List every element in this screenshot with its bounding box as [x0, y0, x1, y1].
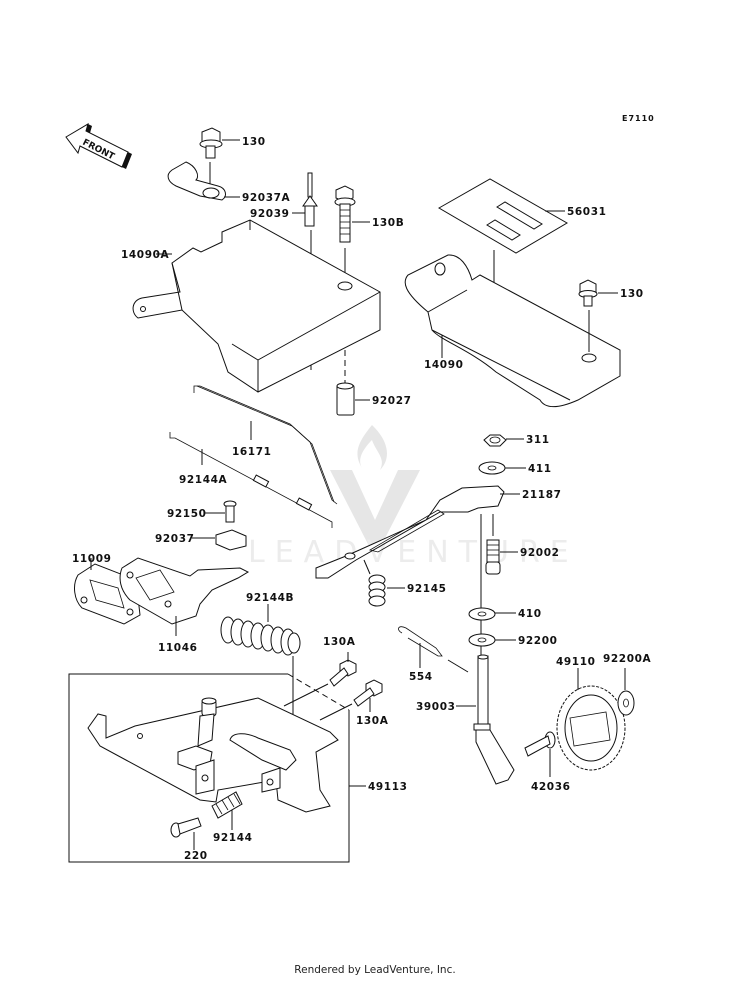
part-label[interactable]: 410: [518, 608, 542, 620]
cover-14090A: [132, 219, 381, 393]
part-label[interactable]: 220: [184, 850, 208, 862]
screw-92150: [205, 500, 237, 523]
label-56031: [437, 178, 568, 312]
part-label[interactable]: 130: [620, 288, 644, 300]
part-label[interactable]: 92144B: [246, 592, 294, 604]
part-label[interactable]: 92150: [167, 508, 207, 520]
bolt-130-right: [578, 279, 618, 352]
gear-49110: [556, 668, 626, 771]
part-label[interactable]: 21187: [522, 489, 562, 501]
spring-92144B: [220, 604, 301, 757]
bolt-130-top: [199, 127, 240, 184]
part-label[interactable]: 92200: [518, 635, 558, 647]
part-label[interactable]: 130B: [372, 217, 404, 229]
part-label[interactable]: 14090A: [121, 249, 170, 261]
front-arrow-icon: FRONT: [65, 122, 132, 169]
part-label[interactable]: 16171: [232, 446, 272, 458]
part-label[interactable]: 92037: [155, 533, 195, 545]
part-label[interactable]: 411: [528, 463, 552, 475]
footer-credit: Rendered by LeadVenture, Inc.: [294, 964, 456, 976]
bolt-130A-lower: [319, 679, 383, 721]
pin-42036: [524, 731, 556, 777]
spring-rod-92144A: [169, 432, 333, 528]
part-label[interactable]: 92145: [407, 583, 447, 595]
part-label[interactable]: 130: [242, 136, 266, 148]
shaft-39003: [456, 654, 515, 785]
diagram-code: E7110: [622, 114, 655, 123]
part-label[interactable]: 49110: [556, 656, 596, 668]
pin-554: [398, 626, 469, 673]
governor-bracket: [87, 697, 339, 813]
part-label[interactable]: 92002: [520, 547, 560, 559]
lever-21187: [315, 485, 520, 655]
clip-92037: [192, 529, 247, 551]
spring-92144: [211, 791, 243, 830]
screw-220: [170, 817, 202, 850]
part-label[interactable]: 92037A: [242, 192, 291, 204]
bolt-130A-upper: [283, 652, 357, 707]
part-label[interactable]: 14090: [424, 359, 464, 371]
part-label[interactable]: 92144: [213, 832, 253, 844]
assembly-box-49113: [68, 673, 366, 863]
part-label[interactable]: 130A: [323, 636, 356, 648]
washer-410: [468, 607, 516, 621]
washer-92200: [468, 633, 516, 647]
part-label[interactable]: 554: [409, 671, 433, 683]
part-label[interactable]: 311: [526, 434, 550, 446]
nut-311: [483, 434, 524, 447]
part-label[interactable]: 130A: [356, 715, 389, 727]
part-label[interactable]: 92200A: [603, 653, 652, 665]
spring-92145: [363, 559, 405, 607]
rod-16171: [193, 385, 338, 505]
bolt-92002: [485, 539, 518, 575]
part-label[interactable]: 92039: [250, 208, 290, 220]
part-label[interactable]: 92144A: [179, 474, 228, 486]
part-label[interactable]: 11046: [158, 642, 198, 654]
clamp-92037A: [167, 161, 240, 201]
part-label[interactable]: 39003: [416, 701, 456, 713]
part-label[interactable]: 56031: [567, 206, 607, 218]
bracket-11046: [119, 557, 250, 636]
part-label[interactable]: 92027: [372, 395, 412, 407]
cover-14090: [404, 254, 621, 408]
part-label[interactable]: 49113: [368, 781, 408, 793]
washer-411: [478, 461, 526, 475]
part-label[interactable]: 42036: [531, 781, 571, 793]
washer-92200A: [617, 668, 635, 716]
part-label[interactable]: 11009: [72, 553, 112, 565]
collar-92027: [336, 382, 370, 416]
